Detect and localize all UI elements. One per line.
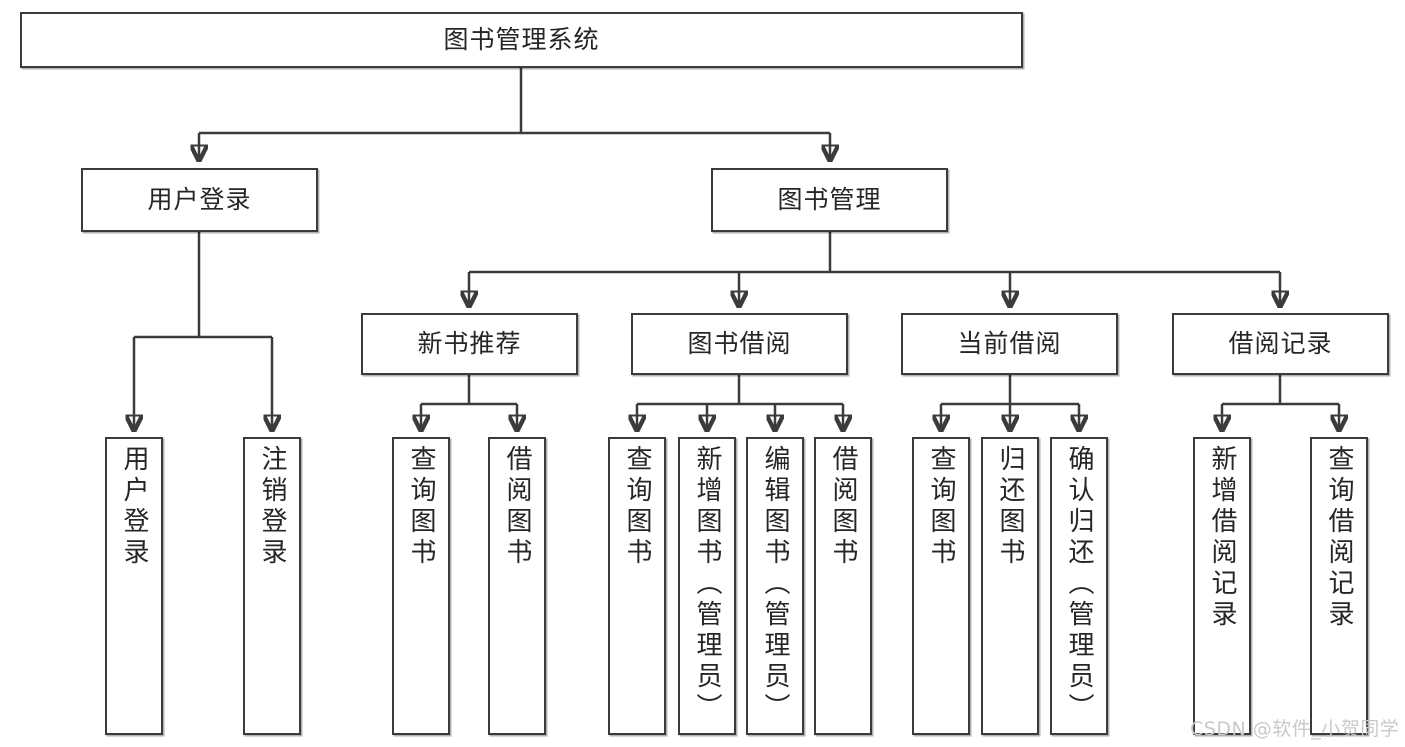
node-label: 图书管理系统 [443, 25, 600, 54]
node-label: 新书推荐 [417, 329, 522, 358]
leaf-borrow-add-book-admin[interactable]: 新增图书（管理员） [678, 437, 736, 735]
watermark: CSDN @软件_小贺同学 [1190, 718, 1400, 740]
node-label: 编辑图书（管理员） [760, 445, 790, 724]
node-label: 借阅图书 [828, 445, 858, 569]
leaf-borrow-edit-book-admin[interactable]: 编辑图书（管理员） [746, 437, 804, 735]
node-borrow-record[interactable]: 借阅记录 [1172, 313, 1389, 375]
node-label: 新增图书（管理员） [692, 445, 722, 724]
node-label: 用户登录 [119, 445, 149, 569]
leaf-current-confirm-return-admin[interactable]: 确认归还（管理员） [1050, 437, 1108, 735]
node-label: 确认归还（管理员） [1064, 445, 1094, 724]
leaf-user-login-login[interactable]: 用户登录 [105, 437, 163, 735]
leaf-borrow-query-book[interactable]: 查询图书 [608, 437, 666, 735]
leaf-recommend-query-book[interactable]: 查询图书 [392, 437, 450, 735]
node-label: 归还图书 [995, 445, 1025, 569]
node-root-system[interactable]: 图书管理系统 [20, 12, 1023, 68]
leaf-current-query-book[interactable]: 查询图书 [912, 437, 970, 735]
node-label: 新增借阅记录 [1207, 445, 1237, 631]
leaf-borrow-borrow-book[interactable]: 借阅图书 [814, 437, 872, 735]
node-book-management[interactable]: 图书管理 [711, 168, 948, 232]
leaf-recommend-borrow-book[interactable]: 借阅图书 [488, 437, 546, 735]
leaf-current-return-book[interactable]: 归还图书 [981, 437, 1039, 735]
node-label: 当前借阅 [957, 329, 1062, 358]
node-new-book-recommend[interactable]: 新书推荐 [361, 313, 578, 375]
node-label: 查询图书 [406, 445, 436, 569]
node-label: 图书借阅 [687, 329, 792, 358]
node-label: 用户登录 [147, 185, 252, 214]
node-book-borrow[interactable]: 图书借阅 [631, 313, 848, 375]
node-label: 注销登录 [257, 445, 287, 569]
node-user-login[interactable]: 用户登录 [81, 168, 318, 232]
leaf-record-add-record[interactable]: 新增借阅记录 [1193, 437, 1251, 735]
node-current-borrow[interactable]: 当前借阅 [901, 313, 1118, 375]
node-label: 借阅记录 [1228, 329, 1333, 358]
node-label: 查询借阅记录 [1324, 445, 1354, 631]
leaf-user-login-logout[interactable]: 注销登录 [243, 437, 301, 735]
node-label: 图书管理 [777, 185, 882, 214]
node-label: 借阅图书 [502, 445, 532, 569]
leaf-record-query-record[interactable]: 查询借阅记录 [1310, 437, 1368, 735]
node-label: 查询图书 [926, 445, 956, 569]
node-label: 查询图书 [622, 445, 652, 569]
